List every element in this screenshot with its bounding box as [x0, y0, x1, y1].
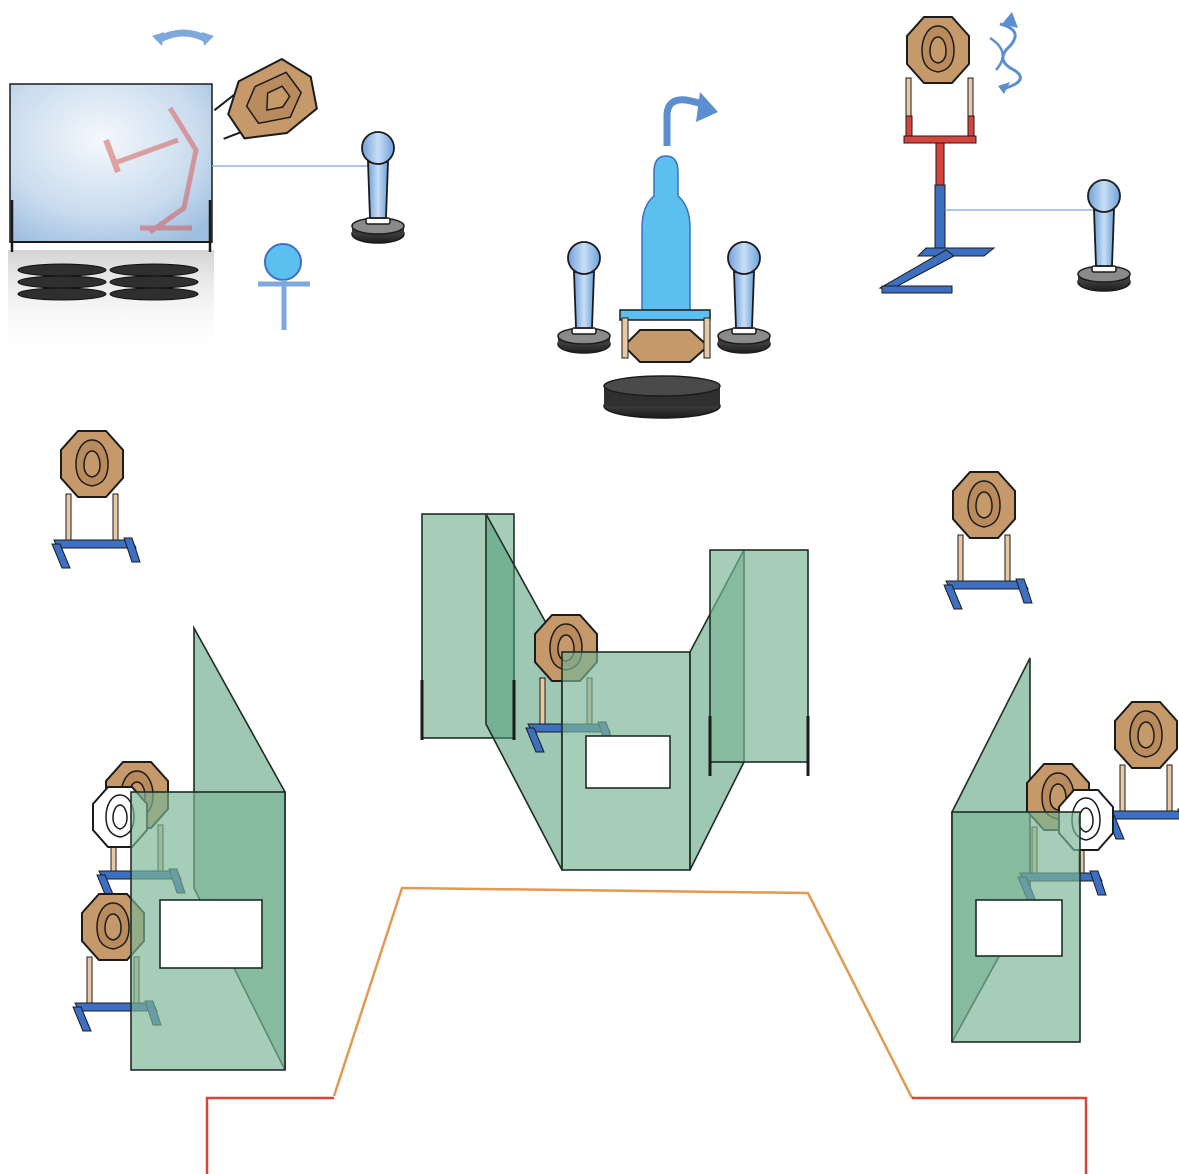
steel-target-icon [943, 471, 1033, 610]
shooting-port [585, 735, 671, 789]
base-stack-left [17, 263, 199, 301]
swinger-panel-icon [9, 83, 213, 243]
swinger-arm-ghost [103, 106, 199, 235]
mini-popper-icon [258, 243, 310, 330]
turn-arrow-icon [663, 92, 718, 146]
fault-line-icon [205, 886, 1088, 1174]
fault-line-orange [332, 886, 914, 1099]
steel-target-icon [1105, 701, 1179, 840]
swing-arrow-icon [152, 29, 214, 46]
steel-target-icon [51, 430, 141, 569]
shooting-port [975, 899, 1063, 957]
shooting-port [159, 899, 263, 969]
octagon-plate-icon [213, 57, 318, 140]
swing-target-icon [878, 16, 996, 294]
popper-icon [1077, 179, 1131, 292]
barricade-center [420, 513, 810, 871]
swing-target-on-stand [878, 12, 1096, 294]
drop-turner-target [603, 92, 721, 419]
barricade-right [951, 657, 1179, 1043]
barricade-left [72, 624, 286, 1071]
swinger-activator-panel [8, 29, 368, 360]
fault-line-red-right [912, 1096, 1088, 1174]
popper-icon [351, 131, 405, 244]
popper-icon [717, 241, 771, 354]
fault-line-red-left [205, 1096, 334, 1174]
spin-arrow-icon [989, 12, 1022, 94]
popper-icon [557, 241, 611, 354]
drop-turner-icon [603, 155, 721, 419]
